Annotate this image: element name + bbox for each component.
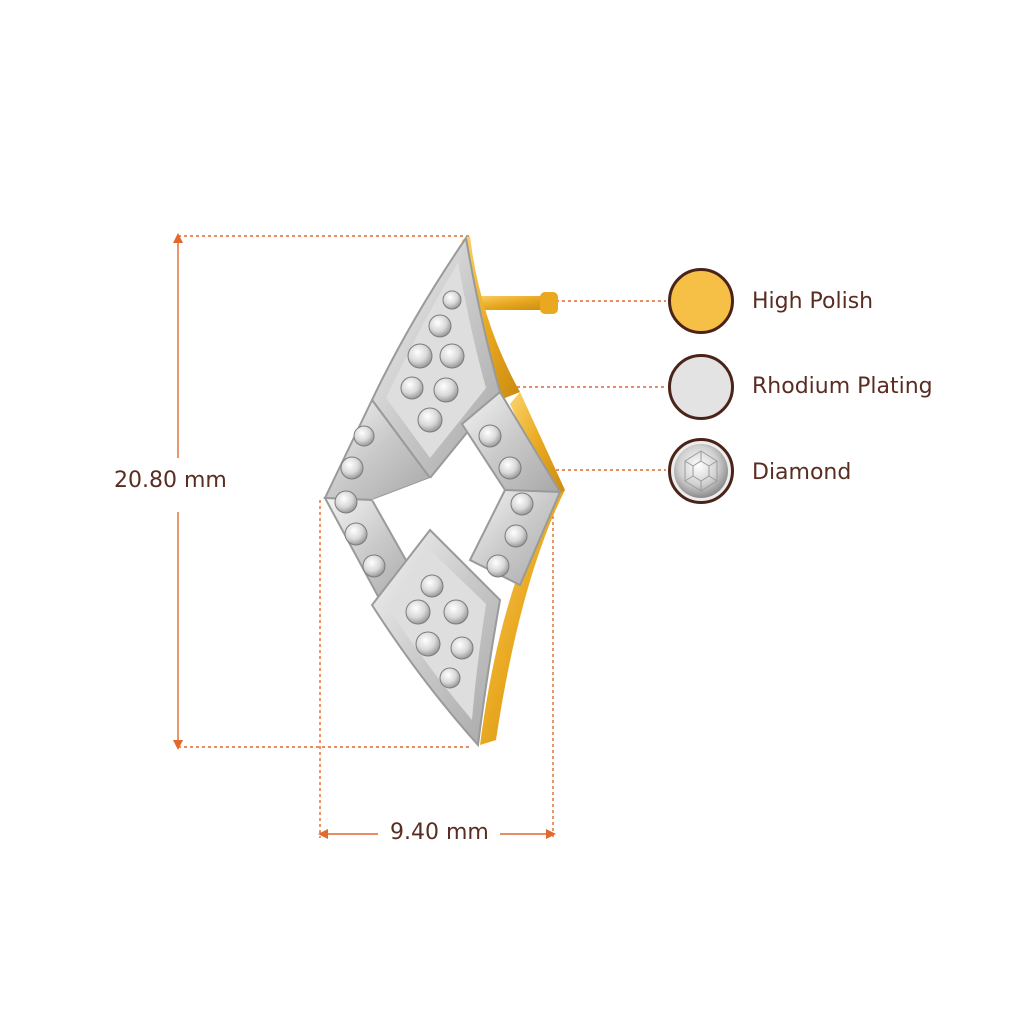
width-dimension-label: 9.40 mm (386, 820, 493, 845)
gold-backing (461, 236, 565, 745)
right-band (460, 390, 562, 587)
rhodium-swatch (668, 354, 734, 420)
inner-opening (372, 478, 490, 530)
legend-label-rhodium-plating: Rhodium Plating (752, 374, 933, 399)
arrow-left (318, 829, 328, 839)
arrow-up (173, 233, 183, 243)
legend-label-diamond: Diamond (752, 460, 852, 485)
diamond-swatch (668, 438, 734, 504)
gold-swatch (668, 268, 734, 334)
pave-diamonds (334, 290, 534, 689)
earring-post (470, 292, 558, 314)
arrow-down (173, 740, 183, 750)
arrow-right (546, 829, 556, 839)
legend-label-high-polish: High Polish (752, 289, 874, 314)
height-dimension-label: 20.80 mm (110, 468, 231, 493)
diamond-icon (674, 444, 728, 498)
